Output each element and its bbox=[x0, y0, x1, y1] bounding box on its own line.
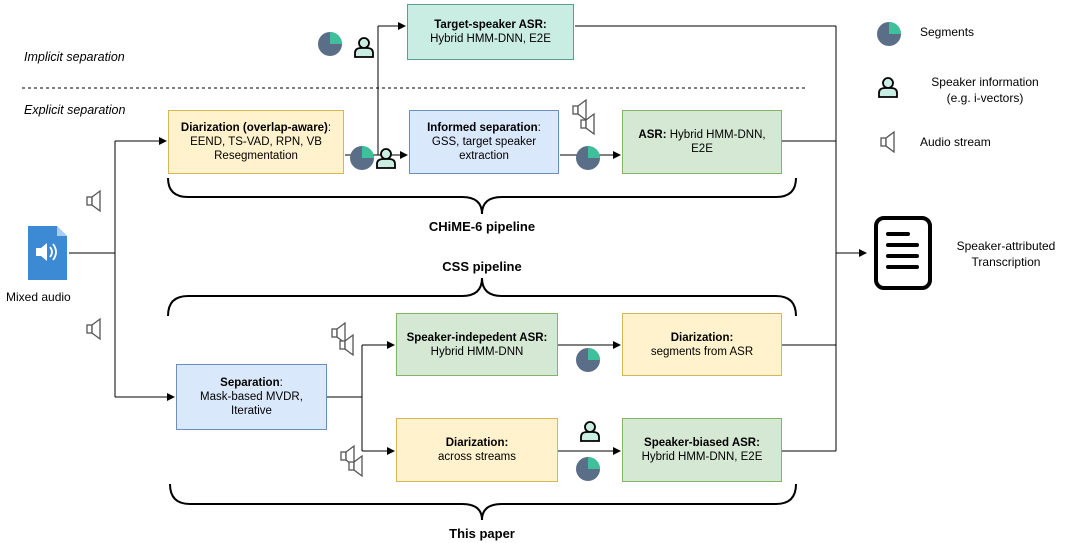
legend-speaker-line: Speaker information bbox=[931, 75, 1039, 89]
implicit-separation-label: Implicit separation bbox=[24, 50, 125, 64]
box-line: E2E bbox=[691, 143, 713, 155]
legend-speaker-line: (e.g. i-vectors) bbox=[946, 91, 1024, 105]
speaker-independent-asr-box: Speaker-indepedent ASR: Hybrid HMM-DNN bbox=[396, 313, 558, 376]
title-suffix: : bbox=[537, 122, 541, 134]
css-brace bbox=[167, 277, 797, 317]
chime-brace bbox=[167, 177, 797, 215]
box-line: Mask-based MVDR, bbox=[200, 391, 303, 403]
legend-speaker-info-icon bbox=[878, 77, 898, 98]
css-connectors bbox=[327, 341, 621, 455]
audio-stream-icon bbox=[572, 99, 587, 121]
title-suffix: : bbox=[279, 377, 283, 389]
legend-audio-stream-icon bbox=[880, 131, 895, 153]
title-suffix: : bbox=[327, 122, 332, 134]
paper-brace bbox=[169, 483, 797, 521]
diarization-across-streams-box: Diarization: across streams bbox=[396, 418, 558, 482]
box-line: GSS, target speaker bbox=[431, 136, 537, 148]
box-title: Diarization (overlap-aware) bbox=[180, 122, 328, 134]
transcription-label: Speaker-attributed Transcription bbox=[944, 238, 1068, 270]
box-line: Resegmentation bbox=[214, 150, 298, 162]
box-line: EEND, TS-VAD, RPN, VB bbox=[190, 136, 322, 148]
input-connectors bbox=[69, 137, 175, 401]
box-body: Hybrid HMM-DNN, E2E bbox=[430, 33, 551, 45]
box-title: Diarization: bbox=[445, 437, 509, 449]
audio-stream-icon bbox=[86, 318, 101, 340]
speaker-info-icon bbox=[376, 148, 396, 169]
speaker-info-icon bbox=[354, 37, 374, 58]
box-title: Diarization: bbox=[670, 331, 734, 344]
braces bbox=[167, 177, 797, 521]
box-title: ASR: bbox=[638, 129, 667, 141]
speaker-info-icon bbox=[580, 421, 600, 442]
audio-stream-icon bbox=[331, 322, 346, 344]
audio-file-icon bbox=[28, 226, 67, 280]
box-body: Hybrid HMM-DNN bbox=[430, 345, 524, 358]
segments-icon bbox=[576, 457, 600, 481]
box-title: Speaker-biased ASR: bbox=[644, 437, 760, 449]
legend-speaker-label: Speaker information (e.g. i-vectors) bbox=[910, 74, 1060, 106]
separation-box: Separation: Mask-based MVDR, Iterative bbox=[176, 364, 327, 430]
box-body: across streams bbox=[438, 451, 516, 463]
box-title: Separation bbox=[220, 377, 280, 389]
transcription-label-line: Transcription bbox=[971, 255, 1041, 269]
target-speaker-asr-box: Target-speaker ASR: Hybrid HMM-DNN, E2E bbox=[407, 4, 574, 60]
box-body: segments from ASR bbox=[650, 345, 754, 358]
segments-icon bbox=[576, 146, 600, 170]
output-connectors bbox=[575, 25, 867, 452]
box-title: Target-speaker ASR: bbox=[434, 19, 547, 31]
chime6-pipeline-label: CHiME-6 pipeline bbox=[428, 219, 536, 234]
speaker-biased-asr-box: Speaker-biased ASR: Hybrid HMM-DNN, E2E bbox=[622, 418, 782, 482]
box-body: Hybrid HMM-DNN, E2E bbox=[641, 451, 763, 463]
diarization-from-asr-box: Diarization: segments from ASR bbox=[622, 313, 782, 376]
box-title: Informed separation bbox=[427, 122, 538, 134]
asr-chime-box: ASR: Hybrid HMM-DNN, E2E bbox=[622, 110, 782, 174]
segments-icon bbox=[318, 32, 342, 56]
css-pipeline-label: CSS pipeline bbox=[442, 259, 522, 274]
legend-audio-label: Audio stream bbox=[920, 135, 991, 149]
transcription-document-icon bbox=[874, 216, 932, 290]
informed-separation-box: Informed separation: GSS, target speaker… bbox=[409, 110, 559, 174]
box-title: Speaker-indepedent ASR: bbox=[406, 331, 548, 344]
transcription-label-line: Speaker-attributed bbox=[956, 239, 1056, 253]
box-line: Hybrid HMM-DNN, bbox=[666, 129, 766, 141]
audio-stream-icon bbox=[86, 190, 101, 212]
mixed-audio-label: Mixed audio bbox=[6, 290, 71, 304]
segments-icon bbox=[576, 348, 600, 372]
explicit-separation-label: Explicit separation bbox=[24, 103, 126, 117]
box-line: Iterative bbox=[231, 405, 272, 417]
segments-icon bbox=[350, 146, 374, 170]
diarization-overlap-aware-box: Diarization (overlap-aware): EEND, TS-VA… bbox=[168, 110, 344, 174]
legend-segments-label: Segments bbox=[920, 25, 975, 39]
legend-segments-icon bbox=[877, 22, 901, 46]
box-line: extraction bbox=[459, 150, 509, 162]
this-paper-label: This paper bbox=[449, 526, 515, 541]
